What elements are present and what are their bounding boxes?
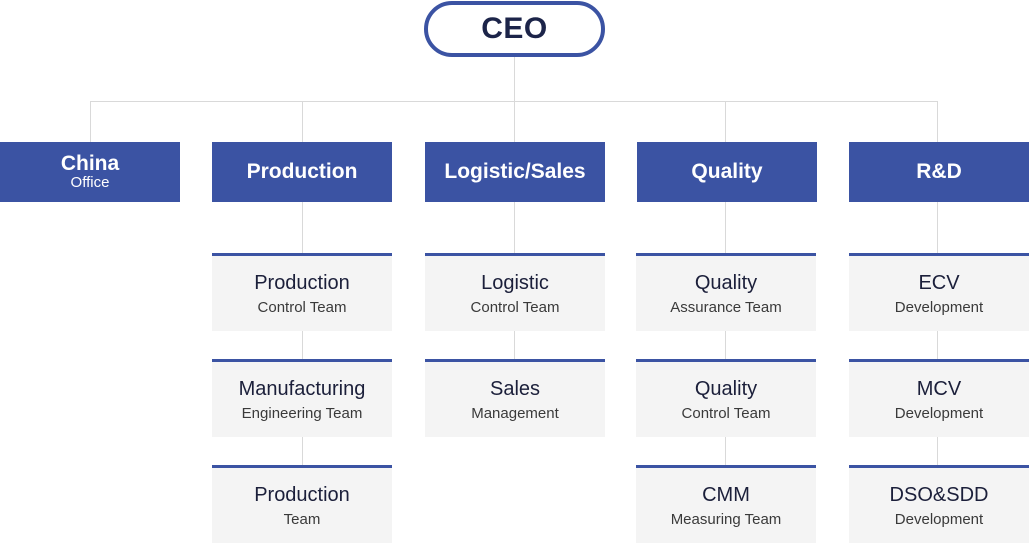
team-quality-control: Quality Control Team xyxy=(636,359,816,437)
team-cmm-measuring: CMM Measuring Team xyxy=(636,465,816,543)
team-logistic-control: Logistic Control Team xyxy=(425,253,605,331)
connector-quality xyxy=(725,101,726,142)
connector-rnd xyxy=(937,101,938,142)
team-title: Quality xyxy=(694,272,758,294)
team-title: ECV xyxy=(918,272,960,294)
dept-production: Production xyxy=(212,142,392,202)
team-production-control: Production Control Team xyxy=(212,253,392,331)
dept-title: Production xyxy=(246,160,358,184)
dept-title: R&D xyxy=(916,160,962,184)
team-title: Logistic xyxy=(481,272,549,294)
team-production: Production Team xyxy=(212,465,392,543)
connector-production-teams xyxy=(302,202,303,466)
team-subtitle: Development xyxy=(894,511,984,528)
connector-logistic-sales xyxy=(514,101,515,142)
team-title: Sales xyxy=(489,378,541,400)
team-subtitle: Development xyxy=(894,405,984,422)
connector-rnd-teams xyxy=(937,202,938,466)
team-sales-management: Sales Management xyxy=(425,359,605,437)
team-mcv-development: MCV Development xyxy=(849,359,1029,437)
team-subtitle: Management xyxy=(471,405,559,422)
dept-title: Quality xyxy=(691,160,763,184)
team-subtitle: Control Team xyxy=(257,299,347,316)
team-subtitle: Assurance Team xyxy=(670,299,782,316)
dept-rnd: R&D xyxy=(849,142,1029,202)
connector-quality-teams xyxy=(725,202,726,466)
team-dso-sdd-development: DSO&SDD Development xyxy=(849,465,1029,543)
connector-production xyxy=(302,101,303,142)
team-title: DSO&SDD xyxy=(889,484,989,506)
team-subtitle: Measuring Team xyxy=(670,511,782,528)
dept-title: China xyxy=(60,152,120,176)
dept-title: Logistic/Sales xyxy=(444,160,586,184)
team-ecv-development: ECV Development xyxy=(849,253,1029,331)
team-title: Manufacturing xyxy=(238,378,366,400)
team-subtitle: Engineering Team xyxy=(241,405,363,422)
team-title: MCV xyxy=(916,378,962,400)
dept-subtitle: Office xyxy=(70,174,110,192)
team-subtitle: Control Team xyxy=(470,299,560,316)
team-title: Production xyxy=(254,272,350,294)
dept-china-office: China Office xyxy=(0,142,180,202)
dept-quality: Quality xyxy=(637,142,817,202)
ceo-box: CEO xyxy=(424,1,605,57)
team-manufacturing-engineering: Manufacturing Engineering Team xyxy=(212,359,392,437)
connector-china xyxy=(90,101,91,142)
team-title: Quality xyxy=(694,378,758,400)
dept-logistic-sales: Logistic/Sales xyxy=(425,142,605,202)
team-title: Production xyxy=(254,484,350,506)
team-title: CMM xyxy=(702,484,750,506)
team-subtitle: Team xyxy=(283,511,321,528)
team-subtitle: Control Team xyxy=(681,405,771,422)
connector-ceo-down xyxy=(514,57,515,102)
team-subtitle: Development xyxy=(894,299,984,316)
team-quality-assurance: Quality Assurance Team xyxy=(636,253,816,331)
